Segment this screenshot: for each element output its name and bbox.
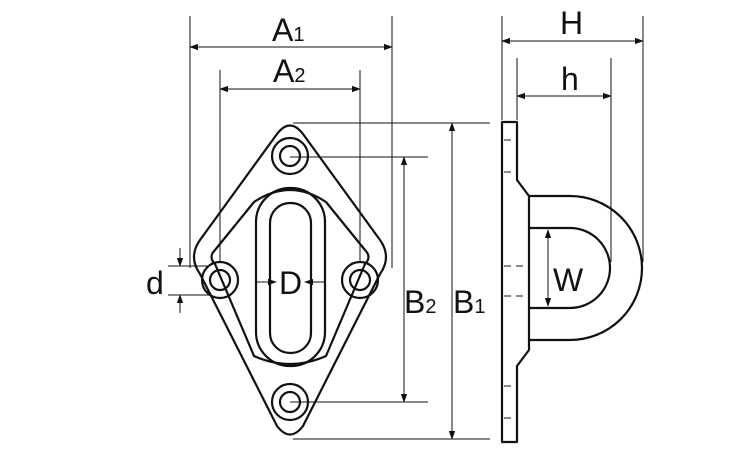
dimension-d-large: D [256,265,325,301]
label-h-large: H [560,5,583,41]
diamond-plate-inner-outline [210,188,370,366]
dimension-b2: B2 [290,156,436,403]
side-view [500,120,644,444]
label-b1: B1 [453,284,485,320]
diamond-plate-outline [192,124,388,436]
side-hole-hidden-lower [504,385,515,419]
dimension-d-small: d [146,248,210,313]
mounting-hole-right [340,260,380,300]
center-slot-inner [268,201,313,355]
label-h-small: h [561,61,579,97]
side-hole-hidden-upper [504,139,515,173]
dimension-a1: A1 [189,12,393,268]
label-d-small: d [146,265,164,301]
side-base-plate [500,120,531,444]
side-loop-inner [527,226,612,310]
dimension-h-large: H [501,5,644,262]
side-loop-outer [527,194,644,342]
center-slot-outer [254,186,327,368]
dimension-w: W [544,229,584,307]
mounting-hole-left [200,260,240,300]
label-a1: A1 [272,12,304,48]
dimension-a2: A2 [219,53,361,262]
label-b2: B2 [404,284,436,320]
dimension-h-small: h [516,58,612,262]
dimension-b1: B1 [293,122,490,440]
label-d-large: D [279,265,302,301]
mounting-hole-top [270,136,310,176]
label-a2: A2 [273,53,305,89]
label-w: W [553,262,584,298]
